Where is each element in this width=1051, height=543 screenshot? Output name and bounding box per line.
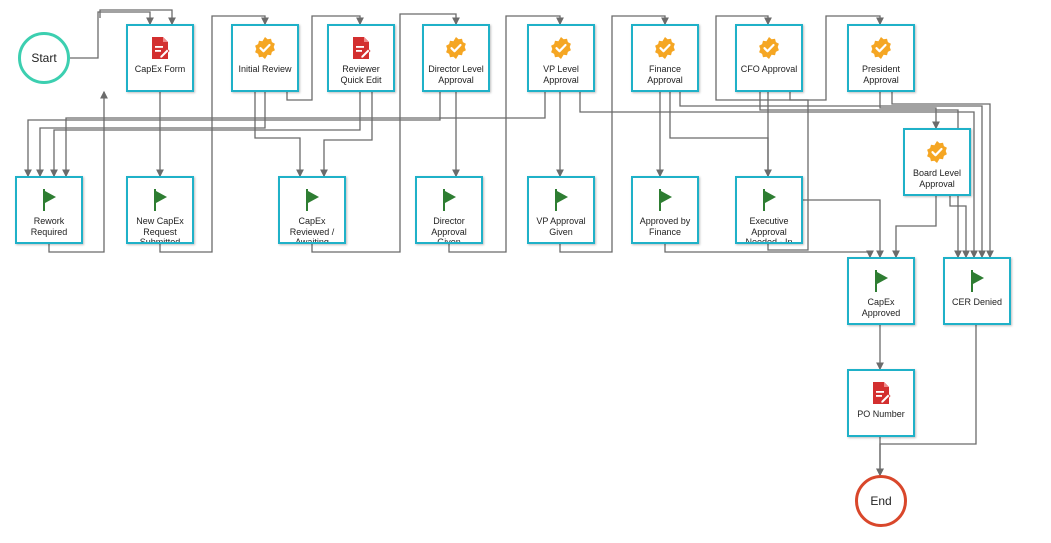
- vp-approval-given-label: VP Approval Given: [536, 216, 586, 237]
- director-level-approval-label: Director Level Approval: [428, 64, 484, 85]
- cfo-approval-node[interactable]: CFO Approval: [735, 24, 803, 92]
- approval-badge-icon: [869, 36, 893, 60]
- connector-board-to-denied: [949, 196, 970, 259]
- connector-finance-to-executive: [669, 92, 772, 178]
- director-level-approval-node[interactable]: Director Level Approval: [422, 24, 490, 92]
- connector-vp-given-to-finance: [559, 15, 669, 253]
- approval-badge-icon: [925, 140, 949, 164]
- cer-denied-label: CER Denied: [951, 297, 1003, 307]
- capex-reviewed-awaiting-approval-node[interactable]: CapEx Reviewed / Awaiting Approval: [278, 176, 346, 244]
- flag-icon: [653, 188, 677, 212]
- initial-review-node[interactable]: Initial Review: [231, 24, 299, 92]
- flag-icon: [757, 188, 781, 212]
- board-level-approval-label: Board Level Approval: [912, 168, 962, 189]
- vp-level-approval-node[interactable]: VP Level Approval: [527, 24, 595, 92]
- connector-denied-to-end: [876, 325, 977, 477]
- rework-required-label: Rework Required: [30, 216, 68, 237]
- form-icon: [349, 36, 373, 60]
- form-icon: [148, 36, 172, 60]
- connector-finance-to-denied: [679, 92, 986, 259]
- capex-reviewed-awaiting-approval-label: CapEx Reviewed / Awaiting Approval: [289, 216, 335, 242]
- start-node[interactable]: Start: [18, 32, 70, 84]
- new-capex-request-submitted-node[interactable]: New CapEx Request Submitted: [126, 176, 194, 244]
- connector-cfo-to-president: [789, 15, 884, 101]
- capex-form-node[interactable]: CapEx Form: [126, 24, 194, 92]
- connector-director-given-to-vp: [448, 15, 564, 253]
- flag-icon: [300, 188, 324, 212]
- connector-initial-review-to-reviewed: [254, 92, 304, 178]
- cfo-approval-label: CFO Approval: [740, 64, 798, 74]
- flag-icon: [965, 269, 989, 293]
- vp-level-approval-label: VP Level Approval: [543, 64, 579, 85]
- approved-by-finance-label: Approved by Finance: [639, 216, 691, 237]
- connector-cfo-to-capex-approved: [767, 92, 884, 259]
- reviewer-quick-edit-node[interactable]: Reviewer Quick Edit: [327, 24, 395, 92]
- capex-form-label: CapEx Form: [134, 64, 186, 74]
- approval-badge-icon: [253, 36, 277, 60]
- director-approval-given-node[interactable]: Director Approval Given: [415, 176, 483, 244]
- approval-badge-icon: [444, 36, 468, 60]
- president-approval-label: President Approval: [861, 64, 901, 85]
- connector-start-to-capex-form: [70, 11, 154, 59]
- initial-review-label: Initial Review: [238, 64, 292, 74]
- board-level-approval-node[interactable]: Board Level Approval: [903, 128, 971, 196]
- flag-icon: [869, 269, 893, 293]
- connector-director-to-rework: [24, 92, 441, 178]
- approval-badge-icon: [549, 36, 573, 60]
- end-label: End: [870, 494, 892, 508]
- flag-icon: [549, 188, 573, 212]
- connector-quick-edit-to-reviewed: [320, 92, 373, 178]
- connector-loop-to-capex-form: [99, 9, 176, 26]
- po-number-node[interactable]: PO Number: [847, 369, 915, 437]
- connector-new-request-to-initial-review: [159, 15, 269, 253]
- approval-badge-icon: [653, 36, 677, 60]
- approval-badge-icon: [757, 36, 781, 60]
- approved-by-finance-node[interactable]: Approved by Finance: [631, 176, 699, 244]
- connector-initial-review-to-rework: [36, 92, 266, 178]
- po-number-label: PO Number: [857, 409, 905, 419]
- executive-approval-needed-label: Executive Approval Needed - In Progress: [745, 216, 793, 242]
- executive-approval-needed-node[interactable]: Executive Approval Needed - In Progress: [735, 176, 803, 244]
- connector-president-to-board: [879, 92, 940, 130]
- flag-icon: [437, 188, 461, 212]
- connector-president-to-denied: [891, 92, 994, 259]
- president-approval-node[interactable]: President Approval: [847, 24, 915, 92]
- connector-vp-to-denied: [579, 92, 978, 259]
- connector-board-to-capex-approved: [892, 196, 937, 259]
- new-capex-request-submitted-label: New CapEx Request Submitted: [136, 216, 184, 242]
- connector-reviewed-to-director: [311, 13, 460, 253]
- capex-approved-label: CapEx Approved: [861, 297, 901, 318]
- flag-icon: [37, 188, 61, 212]
- cer-denied-node[interactable]: CER Denied: [943, 257, 1011, 325]
- director-approval-given-label: Director Approval Given: [431, 216, 467, 242]
- start-label: Start: [31, 51, 57, 65]
- vp-approval-given-node[interactable]: VP Approval Given: [527, 176, 595, 244]
- connector-quick-edit-to-rework: [50, 92, 361, 178]
- rework-required-node[interactable]: Rework Required: [15, 176, 83, 244]
- finance-approval-node[interactable]: Finance Approval: [631, 24, 699, 92]
- connector-approved-finance-to-capex-approved: [664, 244, 874, 259]
- end-node[interactable]: End: [855, 475, 907, 527]
- connector-executive-to-cfo: [715, 15, 809, 251]
- flag-icon: [148, 188, 172, 212]
- connector-vp-to-rework: [62, 92, 546, 178]
- reviewer-quick-edit-label: Reviewer Quick Edit: [340, 64, 382, 85]
- finance-approval-label: Finance Approval: [647, 64, 683, 85]
- capex-approved-node[interactable]: CapEx Approved: [847, 257, 915, 325]
- connector-rework-loop: [48, 90, 108, 253]
- connector-initial-review-to-quick-edit: [286, 15, 364, 101]
- form-icon: [869, 381, 893, 405]
